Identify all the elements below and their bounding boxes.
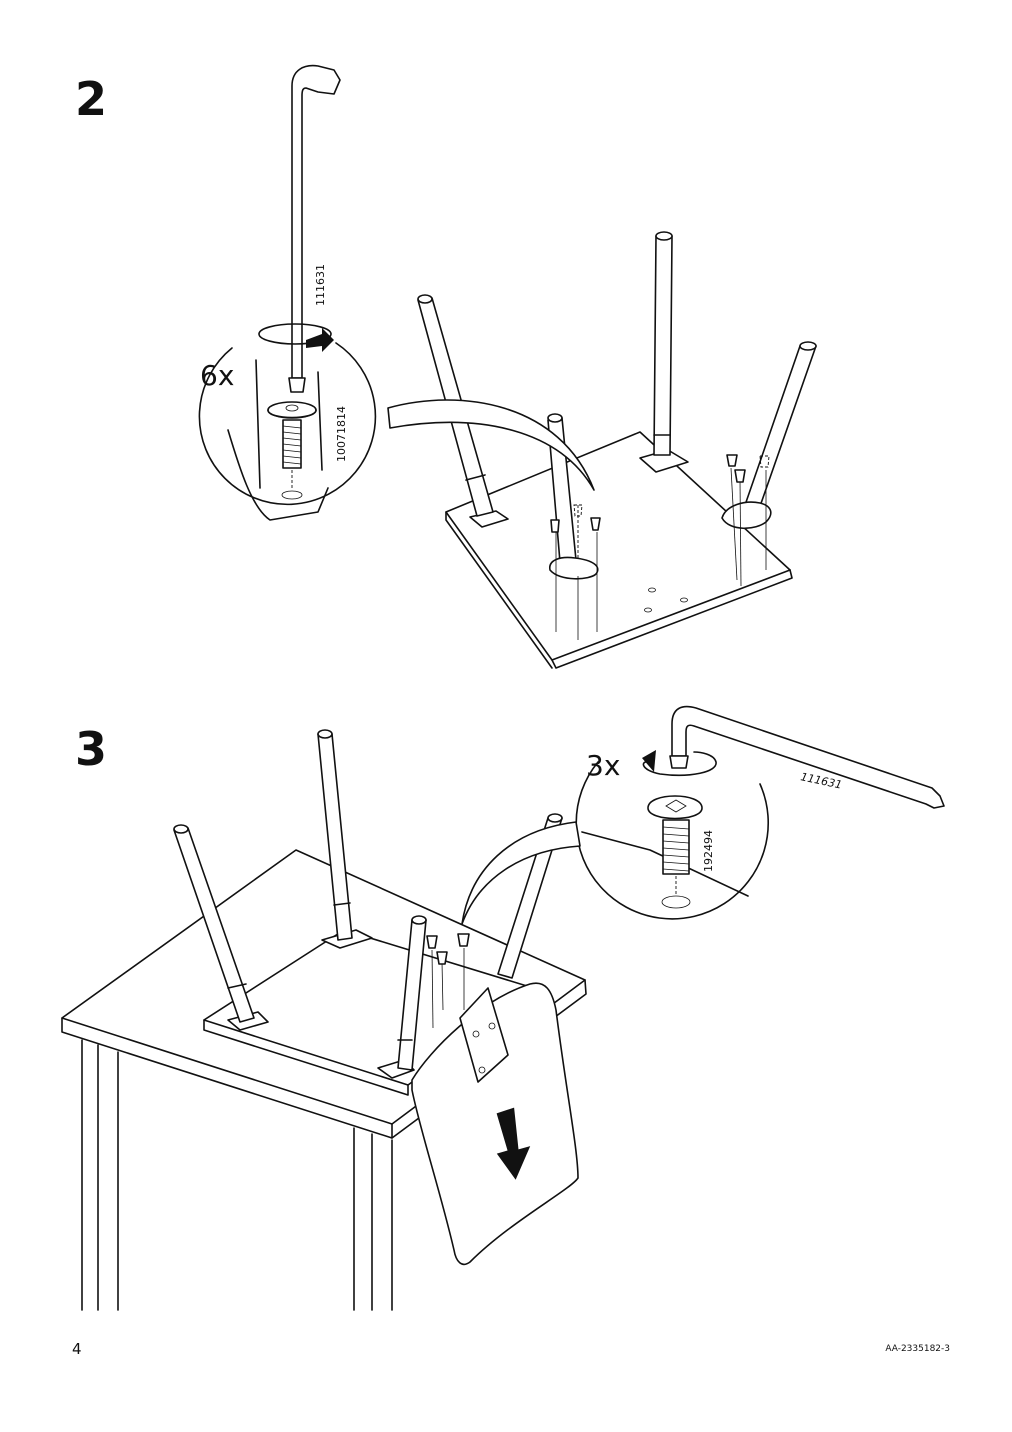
backrest	[412, 934, 578, 1264]
step-2-screw-part-number: 10071814	[335, 406, 348, 462]
leg-front-right	[722, 342, 816, 586]
leg-left	[174, 825, 268, 1030]
leg-right	[498, 814, 562, 978]
leg-front	[378, 916, 426, 1078]
step-3-number: 3	[75, 722, 108, 776]
screw-icon	[268, 402, 316, 499]
step-2-illustration: 6x 111631 10071814	[199, 66, 816, 668]
rotate-arrow-icon	[259, 324, 334, 352]
step-3-illustration: 3x 111631 192494	[62, 707, 944, 1310]
seat-board	[446, 432, 792, 668]
step-3-quantity: 3x	[586, 749, 620, 782]
screw-icon	[648, 796, 702, 896]
allen-key-icon	[670, 707, 944, 808]
step-2-quantity: 6x	[200, 359, 234, 392]
down-arrow-icon	[496, 1107, 531, 1180]
allen-key-icon	[289, 66, 340, 392]
leg-back-right	[640, 232, 688, 472]
step-2-number: 2	[75, 72, 108, 126]
rotate-arrow-icon	[642, 750, 716, 775]
step-2-tool-part-number: 111631	[314, 264, 327, 306]
leg-front-center	[548, 414, 600, 640]
leg-back	[318, 730, 372, 948]
page-number: 4	[72, 1340, 82, 1358]
document-code: AA-2335182-3	[885, 1344, 950, 1354]
step-3-screw-part-number: 192494	[702, 830, 715, 872]
step-3-detail-bubble	[462, 762, 768, 924]
